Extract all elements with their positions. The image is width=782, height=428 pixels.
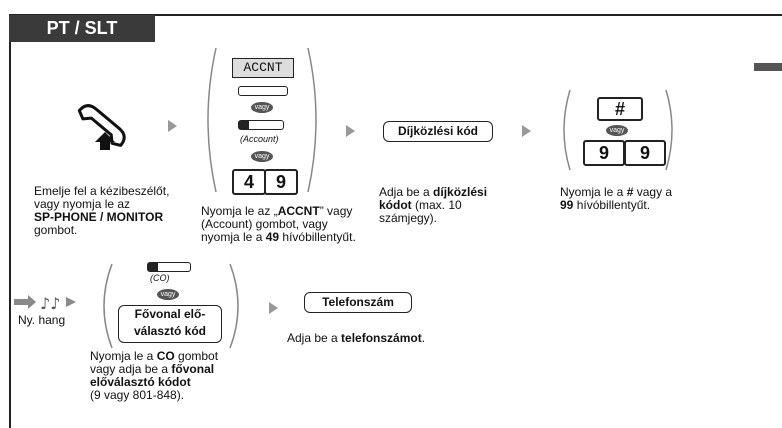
key-9[interactable]: 9 xyxy=(624,140,666,166)
step7-description: Adja be a telefonszámot. xyxy=(287,331,426,345)
flow-arrow-1 xyxy=(168,120,177,132)
account-label: (Account) xyxy=(240,134,279,144)
side-marker xyxy=(754,63,782,71)
left-bracket xyxy=(563,89,571,171)
step2-description: Nyomja le az „ACCNT” vagy (Account) gomb… xyxy=(201,204,356,244)
left-bracket xyxy=(207,47,217,193)
flow-arrow-2 xyxy=(346,125,355,137)
trunk-access-code-field[interactable]: Fővonal elő-választó kód xyxy=(118,305,222,343)
accnt-display[interactable]: ACCNT xyxy=(232,58,294,78)
account-button[interactable] xyxy=(238,120,284,130)
flow-arrow-4 xyxy=(269,302,278,314)
diagram-frame xyxy=(9,14,782,428)
handset-icon xyxy=(77,104,126,150)
step3-description: Adja be a díjközlési kódot (max. 10 szám… xyxy=(379,185,488,225)
or-badge: vagy xyxy=(157,289,179,300)
step4-description: Nyomja le a # vagy a 99 hívóbillentyűt. xyxy=(560,185,673,212)
or-badge: vagy xyxy=(251,102,273,113)
co-label: (CO) xyxy=(150,273,170,283)
tone-label: Ny. hang xyxy=(18,313,66,327)
or-badge: vagy xyxy=(606,125,628,136)
or-badge: vagy xyxy=(251,151,273,162)
left-bracket xyxy=(103,263,113,349)
flow-arrow-3 xyxy=(522,125,531,137)
right-bracket xyxy=(229,263,239,349)
phone-number-field[interactable]: Telefonszám xyxy=(304,292,412,313)
right-bracket xyxy=(307,47,317,193)
header-tab: PT / SLT xyxy=(9,15,155,42)
svg-text:♪♪: ♪♪ xyxy=(40,294,60,313)
right-bracket xyxy=(665,89,673,171)
billing-code-field[interactable]: Díjközlési kód xyxy=(383,121,493,142)
key-hash[interactable]: # xyxy=(597,97,643,121)
key-9[interactable]: 9 xyxy=(583,140,625,166)
key-4[interactable]: 4 xyxy=(232,169,266,195)
accnt-button[interactable] xyxy=(238,86,288,96)
step6-description: Nyomja le a CO gombot vagy adja be a főv… xyxy=(90,349,219,402)
step1-description: Emelje fel a kézibeszélőt, vagy nyomja l… xyxy=(34,184,170,237)
tone-icon: ♪♪ xyxy=(14,294,76,313)
co-button[interactable] xyxy=(147,262,191,272)
key-9[interactable]: 9 xyxy=(264,169,298,195)
